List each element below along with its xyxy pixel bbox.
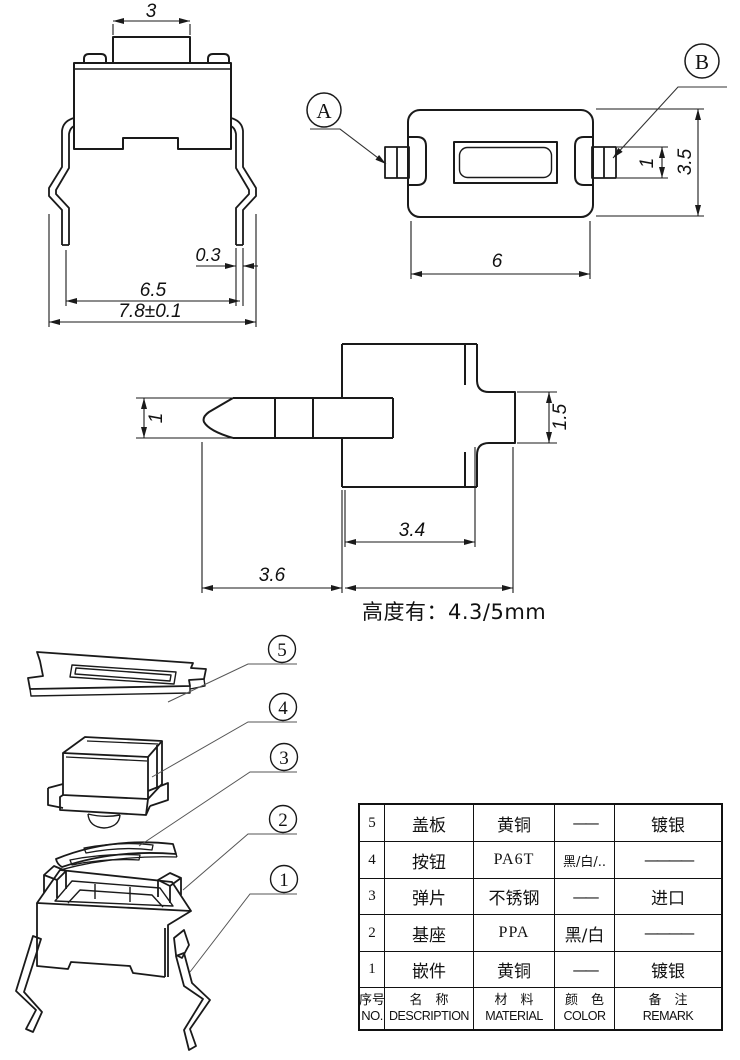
front-plunger (112, 36, 191, 63)
top-slot-outer (453, 141, 558, 184)
bom-row-no: 3 (360, 879, 385, 915)
bom-row-color: —— (555, 879, 615, 915)
dim-button-width: 3 (146, 1, 157, 22)
bom-row-no: 5 (360, 805, 385, 842)
callout-a-label: A (316, 99, 332, 123)
bom-header-color-en: COLOR (563, 1008, 606, 1023)
height-note: 高度有：4.3/5mm (362, 600, 546, 624)
part-button (47, 736, 169, 829)
dim-terminal-width: 1 (637, 158, 658, 169)
bom-header-no-cn: 序号 (360, 992, 385, 1008)
dim-overall-width: 7.8±0.1 (118, 301, 181, 322)
bom-header-description: 名 称 DESCRIPTION (385, 988, 474, 1029)
top-view-dimensions (410, 108, 704, 279)
dim-boss-height: 1.5 (550, 403, 571, 430)
bom-row-no: 4 (360, 842, 385, 879)
dim-lead-thickness: 1 (146, 413, 167, 424)
front-body (73, 62, 232, 150)
top-slot-inner (458, 146, 553, 179)
bom-header-material-en: MATERIAL (485, 1008, 543, 1023)
section-lead (202, 397, 394, 439)
exploded-view (15, 651, 211, 1051)
bom-header-material-cn: 材 料 (494, 992, 534, 1008)
bom-row-remark: 镀银 (615, 805, 721, 842)
bom-row-remark: 进口 (615, 879, 721, 915)
bom-row-color: 黑/白 (555, 915, 615, 952)
top-left-boss (409, 136, 427, 186)
front-view-dimensions (48, 18, 258, 327)
part-cover-plate (27, 651, 207, 697)
front-right-leg (230, 117, 257, 246)
callout-3: 3 (279, 748, 289, 769)
bom-header-description-cn: 名 称 (409, 992, 449, 1008)
top-body (407, 109, 594, 218)
dim-width: 3.5 (675, 148, 696, 175)
part-base-and-inserts (15, 865, 211, 1051)
bom-header-remark-cn: 备 注 (648, 992, 688, 1008)
bom-row-material: 不锈钢 (474, 879, 555, 915)
bom-header-remark: 备 注 REMARK (615, 988, 721, 1029)
dim-lead-length: 3.6 (259, 565, 286, 586)
bom-row-material: PPA (474, 915, 555, 952)
bom-row-description: 嵌件 (385, 952, 474, 988)
bom-row-color: —— (555, 805, 615, 842)
callout-4: 4 (278, 698, 288, 719)
bom-header-no: 序号 NO. (360, 988, 385, 1029)
callout-b: B (612, 43, 727, 159)
bom-row-no: 2 (360, 915, 385, 952)
bom-row-color: —— (555, 952, 615, 988)
bom-row-remark: ———— (615, 842, 721, 879)
top-view (384, 109, 617, 218)
front-view (48, 36, 257, 246)
bom-row-color: 黑/白/.. (555, 842, 615, 879)
bom-header-material: 材 料 MATERIAL (474, 988, 555, 1029)
bom-header-color-cn: 颜 色 (564, 992, 604, 1008)
dim-length: 6 (492, 251, 503, 272)
callout-2: 2 (278, 810, 288, 831)
section-view-dimensions (136, 391, 557, 593)
callout-1: 1 (279, 870, 289, 891)
bom-header-no-en: NO. (361, 1007, 383, 1023)
bom-row-remark: 镀银 (615, 952, 721, 988)
callout-a: A (306, 92, 387, 165)
bom-row-description: 弹片 (385, 879, 474, 915)
part-spring-dome (55, 841, 178, 871)
dim-lead-span: 6.5 (140, 280, 167, 301)
dim-body-width: 3.4 (399, 520, 425, 541)
section-view (202, 343, 516, 488)
exploded-leaders (138, 663, 297, 973)
exploded-callouts (267, 634, 299, 894)
dim-lead-width: 0.3 (195, 245, 220, 265)
bom-row-description: 盖板 (385, 805, 474, 842)
section-body (341, 343, 516, 488)
bom-row-no: 1 (360, 952, 385, 988)
bom-header-remark-en: REMARK (642, 1008, 694, 1023)
front-left-leg (48, 117, 75, 246)
bom-row-material: 黄铜 (474, 952, 555, 988)
bom-row-material: PA6T (474, 842, 555, 879)
callout-5: 5 (277, 640, 287, 661)
bom-header-color: 颜 色 COLOR (555, 988, 615, 1029)
top-right-boss (574, 136, 592, 186)
bom-row-remark: ———— (615, 915, 721, 952)
front-ears (83, 53, 230, 63)
callout-b-label: B (695, 50, 709, 74)
bom-row-description: 按钮 (385, 842, 474, 879)
bom-row-description: 基座 (385, 915, 474, 952)
bom-header-description-en: DESCRIPTION (389, 1008, 469, 1023)
bom-table: 5 盖板 黄铜 —— 镀银 4 按钮 PA6T 黑/白/.. ———— 3 弹片… (358, 803, 723, 1031)
bom-row-material: 黄铜 (474, 805, 555, 842)
